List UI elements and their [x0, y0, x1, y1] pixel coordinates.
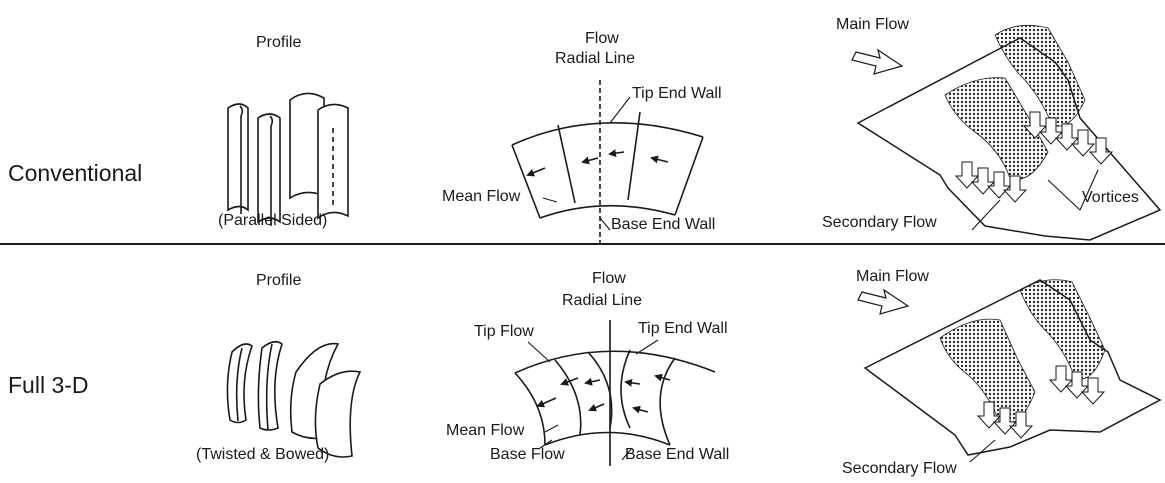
- row-label-conventional: Conventional: [8, 160, 143, 186]
- conventional-plane: [851, 24, 1162, 241]
- profile-title: Profile: [256, 272, 302, 289]
- full3d-cascade: [514, 320, 716, 466]
- tip-end-wall-label: Tip End Wall: [632, 85, 722, 102]
- conventional-leader-lines: [542, 96, 631, 231]
- row-label-full-3d: Full 3-D: [8, 372, 89, 398]
- conventional-plane-leaders: [971, 169, 1099, 231]
- flow-title: Flow: [592, 270, 626, 287]
- profile-caption: (Twisted & Bowed): [196, 446, 330, 463]
- vortices-label: Vortices: [1082, 189, 1139, 206]
- twisted-blades: [226, 340, 362, 458]
- main-flow-label: Main Flow: [856, 268, 929, 285]
- main-flow-label: Main Flow: [836, 16, 909, 33]
- secondary-flow-label: Secondary Flow: [822, 214, 937, 231]
- profile-caption: (Parallel Sided): [218, 212, 328, 229]
- radial-line-label: Radial Line: [562, 292, 643, 309]
- conventional-cascade: [511, 80, 704, 248]
- tip-flow-label: Tip Flow: [474, 323, 534, 340]
- full3d-plane-leaders: [969, 439, 996, 463]
- radial-line-label: Radial Line: [555, 50, 636, 67]
- base-end-wall-label: Base End Wall: [625, 446, 730, 463]
- mean-flow-label: Mean Flow: [442, 188, 521, 205]
- profile-title: Profile: [256, 34, 302, 51]
- flow-title: Flow: [585, 30, 619, 47]
- secondary-flow-label: Secondary Flow: [842, 460, 957, 477]
- full3d-plane: [857, 279, 1162, 456]
- base-end-wall-label: Base End Wall: [611, 216, 716, 233]
- row-divider: [0, 243, 1165, 245]
- full3d-leader-lines: [527, 339, 659, 461]
- mean-flow-label: Mean Flow: [446, 422, 525, 439]
- base-flow-label: Base Flow: [490, 446, 565, 463]
- parallel-blades: [227, 92, 349, 226]
- tip-end-wall-label: Tip End Wall: [638, 320, 728, 337]
